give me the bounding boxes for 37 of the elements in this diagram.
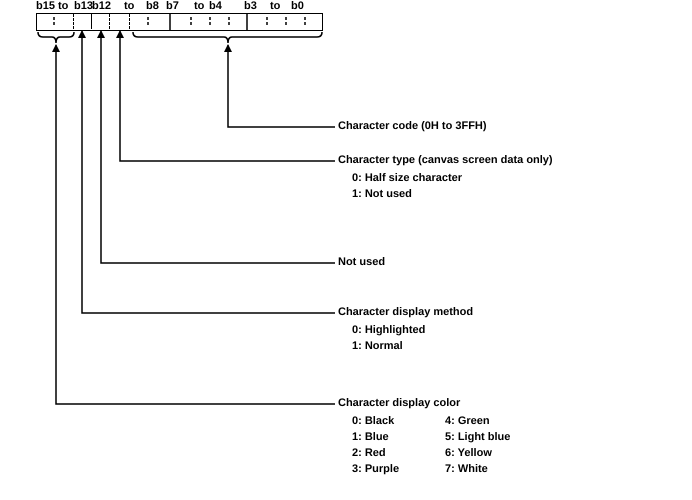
bit-label: b7 [166,0,179,12]
field-description: Character type (canvas screen data only) [338,153,553,168]
value-option: 1: Normal [352,338,403,354]
field-description: Character display color [338,396,460,411]
value-option: 4: Green [445,413,490,429]
value-option: 2: Red [352,445,386,461]
value-option: 6: Yellow [445,445,492,461]
brace [132,32,323,44]
brace [37,32,75,44]
field-description: Not used [338,255,386,270]
bit-label: b15 [36,0,55,12]
bit-label: to [194,0,204,12]
bit-label: b3 [244,0,257,12]
bit-label: to [124,0,134,12]
leader-arrow [97,30,335,264]
leader-arrow [224,44,335,128]
value-option: 7: White [445,461,488,477]
value-option: 0: Highlighted [352,322,426,338]
bit-field [73,14,92,29]
value-option: 0: Black [352,413,394,429]
leader-arrow [116,30,335,162]
field-description: Character display method [338,305,474,320]
leader-arrow [52,44,335,405]
bit-label: b8 [146,0,159,12]
bit-label: b13 [74,0,93,12]
bit-label: b0 [291,0,304,12]
value-option: 1: Not used [352,186,412,202]
bit-label: to [58,0,68,12]
field-description: Character code (0H to 3FFH) [338,119,487,134]
value-option: 5: Light blue [445,429,510,445]
bit-label: b12 [92,0,111,12]
leader-arrow [78,30,335,314]
value-option: 3: Purple [352,461,400,477]
value-option: 0: Half size character [352,170,462,186]
value-option: 1: Blue [352,429,389,445]
bit-label: b4 [209,0,222,12]
bit-label: to [270,0,280,12]
